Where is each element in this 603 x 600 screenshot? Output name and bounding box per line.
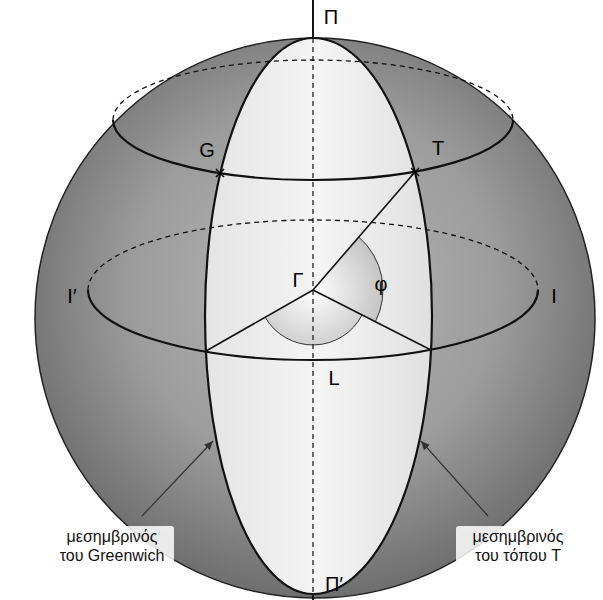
- equator-end-label: Ι: [551, 285, 557, 308]
- parallel: [113, 120, 513, 180]
- greenwich-meridian: [205, 38, 313, 594]
- angle-label: L: [328, 367, 339, 390]
- equator: [88, 290, 538, 360]
- radius-to-equator: [206, 290, 313, 351]
- point-label: G: [199, 139, 215, 162]
- point-marker: [411, 168, 419, 176]
- center-label: Γ: [292, 269, 303, 292]
- local-meridian: [313, 38, 432, 594]
- pole-label: Π′: [325, 573, 343, 596]
- earth-axis-hidden: [312, 38, 313, 594]
- sphere: [35, 38, 595, 598]
- meridian-callout: μεσημβρινός του τόπου T: [456, 526, 580, 566]
- radius-to-equator: [313, 290, 431, 350]
- earth-axis: [312, 0, 314, 38]
- leader-arrow: [142, 441, 213, 516]
- pole-label: Π: [324, 6, 338, 29]
- equator-end-label: Ι′: [67, 285, 76, 308]
- meridian-callout: μεσημβρινός του Greenwich: [50, 526, 174, 566]
- leader-arrow: [421, 441, 488, 516]
- point-label: T: [432, 137, 444, 160]
- equator-hidden: [88, 220, 538, 290]
- radius-to-t: [313, 172, 415, 290]
- parallel-hidden: [113, 60, 513, 120]
- point-marker: [216, 169, 224, 177]
- meridian-lens: [205, 38, 432, 594]
- angle-label: φ: [375, 273, 388, 296]
